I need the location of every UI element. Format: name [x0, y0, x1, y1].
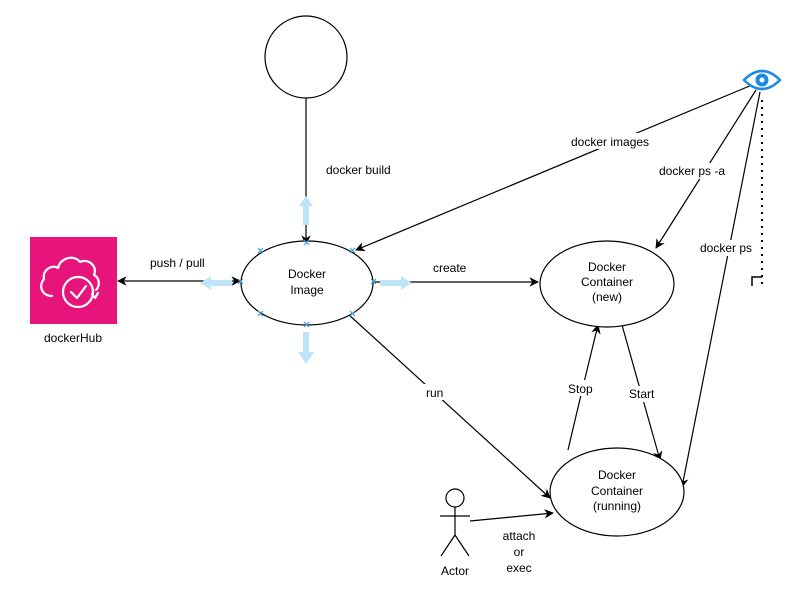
container-new-label-1: Docker: [588, 260, 626, 274]
label-docker-ps-a: docker ps -a: [659, 164, 725, 178]
label-attach-3: exec: [506, 561, 531, 575]
label-push-pull: push / pull: [150, 256, 205, 270]
actor-label: Actor: [441, 564, 469, 578]
container-new-label-2: Container: [581, 275, 633, 289]
container-running-label-3: (running): [593, 499, 641, 513]
label-attach-2: or: [514, 545, 525, 559]
label-start: Start: [629, 387, 655, 401]
label-bg-docker-ps-a: [656, 163, 738, 179]
cloud-check-icon: [40, 256, 100, 309]
container-running-node[interactable]: [549, 447, 685, 537]
edge-docker-ps: [678, 91, 761, 488]
label-bg-run: [422, 384, 448, 400]
label-stop: Stop: [568, 382, 593, 396]
label-run: run: [426, 386, 443, 400]
container-new-label-3: (new): [592, 290, 622, 304]
label-docker-images: docker images: [571, 135, 649, 149]
docker-image-label-1: Docker: [288, 267, 326, 281]
selection-handles: [200, 196, 412, 364]
edge-attach: [469, 509, 554, 522]
container-running-label-2: Container: [591, 484, 643, 498]
dotted-hook: [751, 276, 762, 286]
dockerhub-label: dockerHub: [44, 331, 102, 345]
source-circle[interactable]: [264, 15, 348, 99]
edge-run: [347, 313, 551, 499]
label-bg-docker-images: [568, 133, 660, 149]
eye-icon[interactable]: [742, 69, 782, 91]
docker-image-label-2: Image: [290, 283, 324, 297]
label-bg-docker-ps: [697, 240, 759, 256]
label-docker-ps: docker ps: [700, 241, 752, 255]
edge-docker-images: [355, 84, 753, 252]
label-create: create: [433, 261, 467, 275]
label-attach-1: attach: [503, 529, 536, 543]
actor-figure[interactable]: [440, 488, 470, 557]
container-running-label-1: Docker: [598, 468, 636, 482]
connection-points: [237, 239, 377, 328]
label-docker-build: docker build: [326, 163, 391, 177]
label-bg-stop: [565, 380, 597, 396]
dockerhub-node[interactable]: [30, 237, 117, 324]
dockerhub-icon-bg: [30, 237, 117, 324]
label-bg-start: [626, 386, 660, 402]
container-new-node[interactable]: [539, 240, 675, 328]
